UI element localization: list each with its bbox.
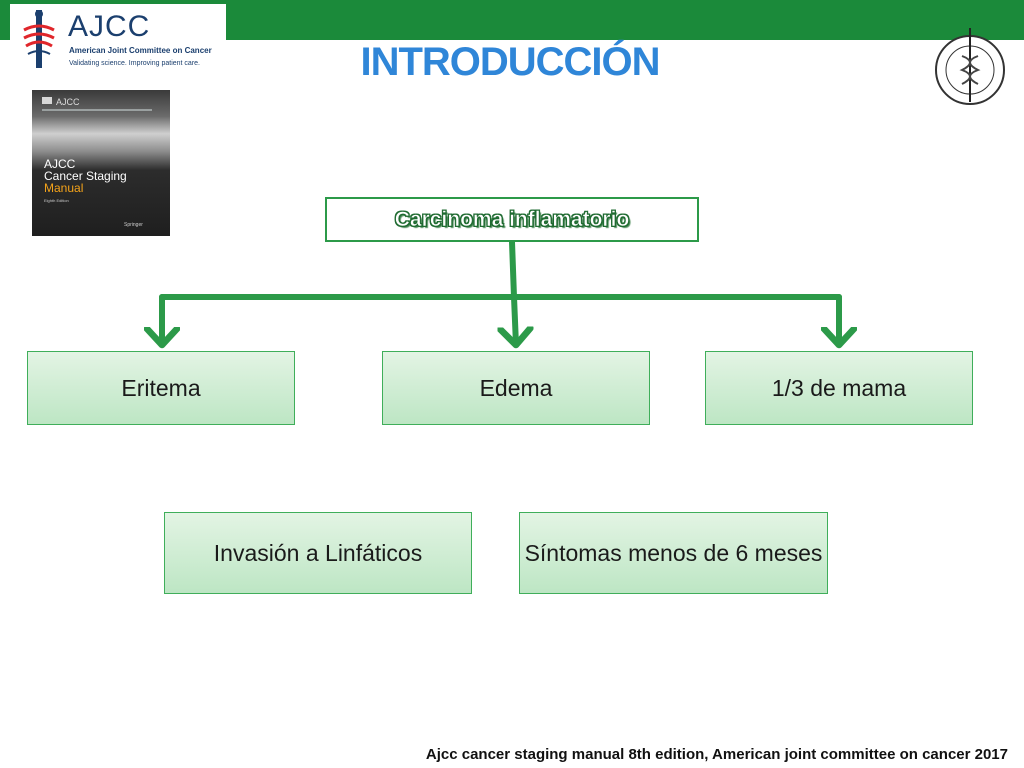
book-edition: Eighth Edition (44, 198, 69, 203)
root-node-label: Carcinoma inflamatorio (394, 207, 630, 231)
node-edema: Edema (382, 351, 650, 425)
reference-footnote: Ajcc cancer staging manual 8th edition, … (425, 746, 1008, 763)
logo-tagline: Validating science. Improving patient ca… (69, 60, 200, 67)
institute-seal-icon (935, 28, 1005, 105)
ajcc-logo: AJCC American Joint Committee on Cancer … (10, 4, 226, 74)
book-title-line3: Manual (44, 181, 84, 195)
ajcc-emblem-icon (23, 10, 55, 68)
logo-fullname: American Joint Committee on Cancer (69, 46, 212, 55)
book-title-line2: Cancer Staging (44, 169, 127, 183)
book-brand: AJCC (56, 97, 80, 107)
connector-root-trunk (509, 239, 517, 300)
book-brand-rule (42, 109, 152, 111)
book-title: AJCC Cancer Staging Manual (44, 158, 127, 194)
book-title-line1: AJCC (44, 157, 76, 171)
arrow-to-edema (514, 294, 516, 345)
book-logo-icon (42, 97, 52, 104)
book-publisher: Springer (124, 222, 143, 228)
node-eritema: Eritema (27, 351, 295, 425)
book-cover-image: AJCC AJCC Cancer Staging Manual Eighth E… (32, 90, 170, 236)
node-invasion-linfaticos: Invasión a Linfáticos (164, 512, 472, 594)
root-node: Carcinoma inflamatorio (325, 197, 699, 242)
node-tercio-mama: 1/3 de mama (705, 351, 973, 425)
page-title: INTRODUCCIÓN (360, 40, 660, 84)
logo-brand: AJCC (68, 10, 151, 43)
node-sintomas-6-meses: Síntomas menos de 6 meses (519, 512, 828, 594)
